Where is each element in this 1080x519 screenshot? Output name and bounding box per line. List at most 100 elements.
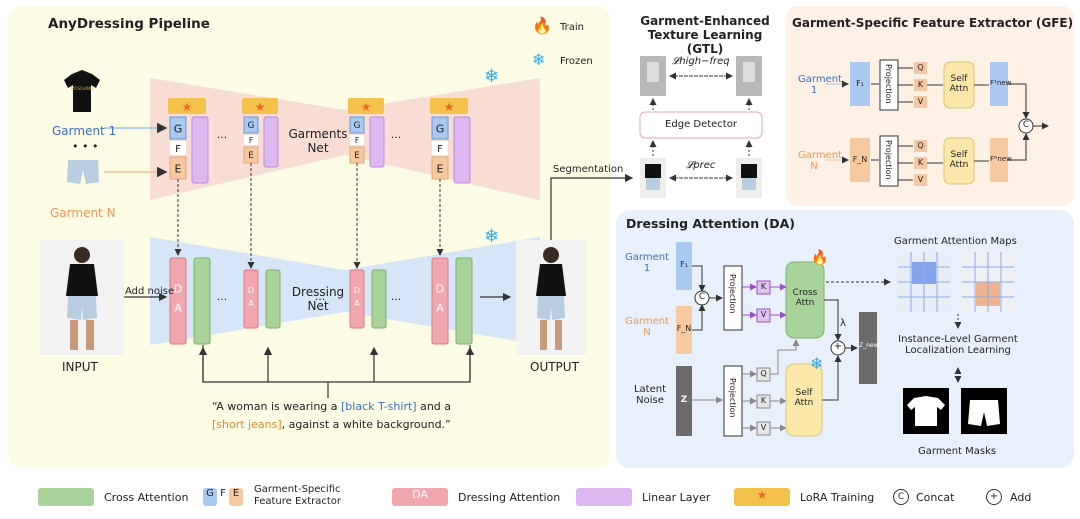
attention-maps-title: Garment Attention Maps: [894, 236, 1017, 247]
attention-map-2: [962, 252, 1014, 312]
g-block: [349, 116, 365, 134]
legend-cross-attention-swatch: [38, 488, 94, 506]
frozen-label: Frozen: [560, 56, 593, 67]
legend-da-swatch: DA: [392, 488, 448, 506]
gfe-q-top: Q: [917, 63, 924, 72]
legend-add-label: Add: [1010, 491, 1032, 504]
da-v2-text: V: [760, 423, 767, 432]
gfe-v-top: V: [917, 97, 924, 106]
gfe-projection-bottom-text: Projection: [884, 140, 893, 180]
segmentation-arrow: [550, 173, 634, 240]
gfe-fnew1-box: [990, 62, 1008, 106]
cross-attention-block: [455, 257, 473, 345]
da-block: [431, 257, 449, 345]
output-image: [516, 240, 586, 355]
e-text: E: [437, 162, 444, 175]
pipeline-title: AnyDressing Pipeline: [48, 16, 210, 32]
ellipsis: ...: [315, 290, 326, 303]
gfe-fn-box: [850, 138, 870, 182]
da-a-text: A: [248, 299, 254, 308]
legend-f-swatch: F: [218, 488, 228, 506]
gtl-image-bottom-right: [736, 158, 762, 198]
legend-add-icon: +: [986, 489, 1002, 505]
mask-shirt: [903, 388, 949, 434]
linear-layer-block: [453, 116, 471, 184]
f-block: [350, 135, 364, 145]
gfe-k-bottom: K: [917, 158, 924, 167]
legend-cross-attention-label: Cross Attention: [104, 491, 189, 504]
prompt-line-2: [short jeans], against a white backgroun…: [212, 418, 451, 431]
train-label: Train: [560, 22, 584, 33]
star-icon: ★: [182, 100, 193, 114]
g-block: [243, 116, 259, 134]
gtl-image-bottom-left: [640, 158, 666, 198]
linear-layer-block: [369, 116, 385, 168]
da-lambda: λ: [840, 318, 846, 329]
ellipsis: ...: [217, 128, 228, 141]
gfe-projection-top-text: Projection: [884, 64, 893, 104]
cross-attention-block: [371, 269, 387, 329]
gfe-f1-text: F₁: [856, 79, 864, 88]
da-frozen-icon: ❄: [810, 354, 824, 373]
star-icon: ★: [255, 100, 266, 114]
ellipsis: ...: [391, 290, 402, 303]
g-block: [431, 116, 449, 140]
star-icon: ★: [444, 100, 455, 114]
legend-star-icon: ★: [734, 488, 790, 506]
garment-dots: • • •: [72, 140, 99, 153]
da-block: [169, 257, 187, 345]
f-text: F: [175, 144, 181, 155]
da-znew-text: Z_new: [859, 342, 879, 349]
cross-attention-block: [265, 269, 281, 329]
legend-concat-icon: C: [893, 489, 909, 505]
loss-high-freq: 𝓛high−freq: [672, 56, 730, 67]
da-d-text: D: [248, 286, 254, 295]
da-z-text: Z: [680, 395, 688, 405]
input-image: [40, 240, 124, 355]
da-projection-top-text: Projection: [728, 274, 737, 314]
ellipsis: ...: [217, 290, 228, 303]
da-train-icon: 🔥: [811, 250, 829, 266]
f-block: [170, 141, 186, 155]
da-fn-box: [676, 306, 692, 354]
da-d-text: D: [354, 286, 360, 295]
f-text: F: [355, 136, 360, 145]
da-znew-box: [859, 312, 877, 384]
mask-shorts: [961, 388, 1007, 434]
snowflake-icon: ❄: [532, 50, 546, 69]
garmentN-label: Garment N: [50, 206, 116, 220]
dressing-net-frozen-icon: ❄: [484, 226, 500, 247]
da-f1-text: F₁: [680, 260, 688, 269]
gfe-projection-bottom: [879, 135, 899, 187]
f-block: [432, 141, 448, 155]
da-a-text: A: [354, 299, 360, 308]
f-text: F: [437, 144, 443, 155]
diagram-canvas: MOSCHINO ★GFE★GFE★GFE★GFE...............…: [40, 56, 1049, 437]
garment-n-image: [67, 160, 99, 184]
linear-layer-block: [263, 116, 279, 168]
gtl-image-top-right: [736, 56, 762, 96]
f-block: [244, 135, 258, 145]
lora-badge: [242, 98, 278, 114]
da-projection-top: [723, 265, 743, 331]
segmentation-label: Segmentation: [553, 164, 624, 175]
g-text: G: [354, 121, 361, 131]
edge-detector-box: [639, 111, 763, 139]
da-a-text: A: [436, 301, 444, 314]
gfe-fnew1-text: F¹new: [990, 79, 1012, 87]
add-noise-label: Add noise: [125, 286, 175, 297]
gfe-fnewN-box: [990, 138, 1008, 182]
output-label: OUTPUT: [530, 360, 579, 374]
e-text: E: [248, 151, 254, 161]
da-fn-text: F_N: [676, 324, 692, 333]
da-f1-box: [676, 242, 692, 290]
lora-badge: [348, 98, 384, 114]
da-d-text: D: [174, 282, 182, 295]
